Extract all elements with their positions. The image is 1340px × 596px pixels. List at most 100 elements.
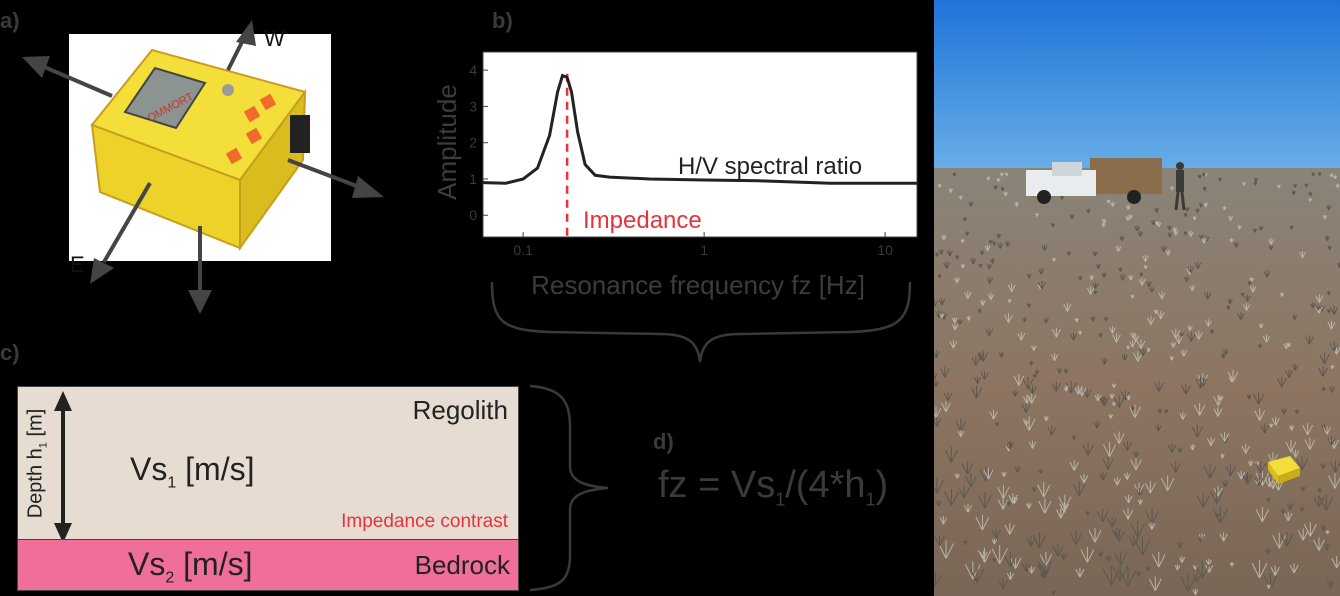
grass-tuft xyxy=(996,242,1004,249)
grass-tuft xyxy=(1080,546,1095,563)
grass-tuft xyxy=(1302,423,1314,436)
grass-tuft xyxy=(1254,476,1264,486)
grass-tuft xyxy=(1119,235,1125,241)
grass-tuft xyxy=(1252,228,1258,233)
grass-tuft xyxy=(1271,416,1280,426)
grass-tuft xyxy=(1145,280,1152,288)
grass-tuft xyxy=(1286,342,1292,348)
grass-tuft xyxy=(1100,396,1107,403)
grass-tuft xyxy=(949,339,958,349)
grass-tuft xyxy=(1047,425,1057,436)
grass-tuft xyxy=(1051,381,1061,392)
grass-tuft xyxy=(1320,462,1327,470)
grass-tuft xyxy=(974,376,981,384)
grass-tuft xyxy=(1203,202,1209,208)
grass-tuft xyxy=(979,250,985,256)
grass-tuft xyxy=(1027,393,1037,404)
grass-tuft xyxy=(1178,556,1186,563)
grass-tuft xyxy=(1268,238,1275,245)
grass-tuft xyxy=(934,534,945,547)
grass-tuft xyxy=(986,176,991,181)
grass-tuft xyxy=(1097,550,1104,557)
grass-tuft xyxy=(1167,232,1173,238)
grass-tuft xyxy=(1063,302,1072,312)
grass-tuft xyxy=(1326,309,1331,314)
grass-tuft xyxy=(1197,174,1202,179)
grass-tuft xyxy=(1289,225,1294,230)
grass-tuft xyxy=(1114,550,1127,566)
grass-tuft xyxy=(958,195,963,200)
grass-tuft xyxy=(1319,352,1330,365)
grass-tuft xyxy=(1308,191,1313,197)
hv-series-line xyxy=(482,73,917,185)
grass-tuft xyxy=(934,380,940,388)
grass-tuft xyxy=(957,319,963,325)
grass-tuft xyxy=(992,557,997,563)
grass-tuft xyxy=(1132,450,1140,458)
grass-tuft xyxy=(1227,298,1233,305)
grass-tuft xyxy=(1112,562,1129,582)
grass-tuft xyxy=(934,252,939,257)
grass-tuft xyxy=(969,566,985,583)
grass-tuft xyxy=(961,461,974,475)
grass-tuft xyxy=(935,499,942,507)
grass-tuft xyxy=(1160,475,1175,491)
grass-tuft xyxy=(1291,449,1300,458)
grass-tuft xyxy=(1263,269,1271,278)
panel-label-b: b) xyxy=(492,8,513,33)
grass-tuft xyxy=(1195,208,1200,213)
grass-tuft xyxy=(977,492,992,509)
grass-tuft xyxy=(1277,184,1281,189)
grass-tuft xyxy=(1133,351,1143,362)
grass-tuft xyxy=(1329,341,1339,352)
grass-tuft xyxy=(943,391,953,402)
grass-tuft xyxy=(1031,344,1037,351)
grass-tuft xyxy=(965,473,977,488)
x-tick-label: 10 xyxy=(877,242,893,258)
regolith-label: Regolith xyxy=(412,395,508,425)
grass-tuft xyxy=(1125,204,1131,210)
x-axis-label: Resonance frequency fz [Hz] xyxy=(531,270,865,300)
grass-tuft xyxy=(1280,407,1288,415)
grass-tuft xyxy=(1266,584,1272,589)
grass-tuft xyxy=(1171,328,1181,339)
grass-tuft xyxy=(1065,380,1077,394)
grass-tuft xyxy=(934,372,938,380)
grass-tuft xyxy=(1026,273,1032,279)
grass-tuft xyxy=(1204,319,1212,327)
grass-tuft xyxy=(955,418,967,432)
grass-tuft xyxy=(1022,376,1034,390)
grass-tuft xyxy=(943,261,951,269)
grass-tuft xyxy=(1289,425,1295,431)
grass-tuft xyxy=(938,298,946,306)
grass-tuft xyxy=(944,447,959,463)
grass-tuft xyxy=(1253,177,1259,182)
grass-tuft xyxy=(934,477,944,494)
grass-tuft xyxy=(1226,305,1231,310)
grass-tuft xyxy=(1292,363,1299,371)
grass-tuft xyxy=(1115,245,1122,252)
vehicle xyxy=(1026,158,1162,204)
bedrock-label: Bedrock xyxy=(414,550,510,580)
arrow-head-icon xyxy=(352,176,384,198)
grass-tuft xyxy=(1126,345,1131,350)
grass-tuft xyxy=(1164,409,1169,414)
grass-tuft xyxy=(1112,527,1122,539)
grass-tuft xyxy=(1138,277,1146,286)
axis-arrow-line xyxy=(226,37,246,71)
grass-tuft xyxy=(1073,481,1086,496)
grass-tuft xyxy=(1286,502,1294,511)
grass-tuft xyxy=(1318,494,1334,511)
grass-tuft xyxy=(1139,272,1144,277)
grass-tuft xyxy=(1255,506,1269,523)
grass-tuft xyxy=(1247,460,1254,467)
grass-tuft xyxy=(1150,219,1157,226)
axis-label-e: E xyxy=(70,252,85,277)
grass-tuft xyxy=(1326,204,1332,211)
grass-tuft xyxy=(1079,473,1089,484)
grass-tuft xyxy=(986,276,994,284)
grass-tuft xyxy=(1077,275,1083,281)
grass-tuft xyxy=(1194,330,1203,340)
grass-tuft xyxy=(1222,206,1227,211)
grass-tuft xyxy=(1192,216,1197,221)
